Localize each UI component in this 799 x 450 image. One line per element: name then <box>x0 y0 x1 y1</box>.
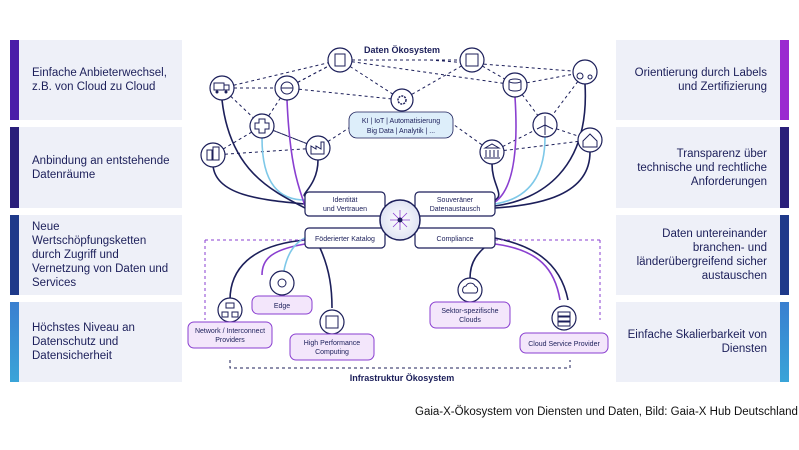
accent-bar <box>10 40 19 120</box>
edge-label: Edge <box>274 303 290 310</box>
accent-bar <box>780 215 789 295</box>
benefit-card-right-3: Daten untereinander branchen- und länder… <box>616 215 789 295</box>
hpc-label-2: Computing <box>315 349 349 356</box>
factory-icon <box>305 135 331 161</box>
sector-label-2: Clouds <box>459 317 481 324</box>
benefit-card-left-1: Einfache Anbieterwechsel, z.B. von Cloud… <box>10 40 182 120</box>
hub-exchange-line1: Souveräner <box>437 197 474 204</box>
benefit-text: Daten untereinander branchen- und länder… <box>636 228 767 282</box>
tech-label-2: Big Data | Analytik | ... <box>367 128 435 135</box>
building-icon <box>459 47 485 73</box>
ai-gear-icon <box>390 88 414 112</box>
technology-pill: KI | IoT | Automatisierung Big Data | An… <box>348 111 454 139</box>
globe-icon <box>274 75 300 101</box>
benefit-text: Anbindung an entstehende Datenräume <box>32 154 170 181</box>
database-icon <box>502 72 528 98</box>
accent-bar <box>780 127 789 208</box>
accent-bar <box>10 215 19 295</box>
data-ecosystem-title: Daten Ökosystem <box>364 45 440 55</box>
hpc-label-1: High Performance <box>304 340 361 347</box>
benefit-text: Neue Wertschöpfungsketten durch Zugriff … <box>32 221 169 289</box>
accent-bar <box>10 302 19 382</box>
city-icon <box>200 142 226 168</box>
sector-clouds-node: Sektor-spezifische Clouds <box>429 277 511 329</box>
benefit-card-right-4: Einfache Skalierbarkeit von Diensten <box>616 302 789 382</box>
hub-identity-line2: und Vertrauen <box>323 206 367 213</box>
bank-icon <box>479 139 505 165</box>
benefit-text: Orientierung durch Labels und Zertifizie… <box>634 67 767 93</box>
hpc-node: High Performance Computing <box>289 309 375 361</box>
benefit-card-left-4: Höchstes Niveau an Datenschutz und Daten… <box>10 302 182 382</box>
hub-identity-line1: Identität <box>333 197 358 204</box>
benefit-text: Einfache Anbieterwechsel, z.B. von Cloud… <box>32 67 167 93</box>
network-label-2: Providers <box>215 337 245 344</box>
tech-label-1: KI | IoT | Automatisierung <box>362 118 440 125</box>
edge-node: Edge <box>251 270 313 315</box>
accent-bar <box>10 127 19 208</box>
sector-label-1: Sektor-spezifische <box>441 308 498 315</box>
image-caption: Gaia-X-Ökosystem von Diensten und Daten,… <box>415 406 798 418</box>
accent-bar <box>780 302 789 382</box>
house-icon <box>577 127 603 153</box>
hub-exchange-line2: Datenaustausch <box>430 206 481 213</box>
benefit-text: Höchstes Niveau an Datenschutz und Daten… <box>32 322 135 362</box>
benefit-card-right-2: Transparenz über technische und rechtlic… <box>616 127 789 208</box>
csp-label: Cloud Service Provider <box>528 341 600 348</box>
benefit-card-right-1: Orientierung durch Labels und Zertifizie… <box>616 40 789 120</box>
truck-icon <box>209 75 235 101</box>
hub-compliance: Compliance <box>437 236 474 243</box>
medical-cross-icon <box>249 113 275 139</box>
network-providers-node: Network / Interconnect Providers <box>187 297 273 349</box>
tractor-icon <box>572 59 598 85</box>
cloud-service-provider-node: Cloud Service Provider <box>519 305 609 354</box>
data-connectors <box>212 83 591 209</box>
wind-turbine-icon <box>532 112 558 138</box>
network-label-1: Network / Interconnect <box>195 328 265 335</box>
gaia-x-hub: Identität und Vertrauen Souveräner Daten… <box>304 191 496 249</box>
benefit-text: Transparenz über technische und rechtlic… <box>637 147 767 188</box>
benefit-card-left-2: Anbindung an entstehende Datenräume <box>10 127 182 208</box>
hub-catalog: Föderierter Katalog <box>315 236 375 243</box>
infrastructure-ecosystem-title: Infrastruktur Ökosystem <box>350 373 455 383</box>
calculator-icon <box>327 47 353 73</box>
benefit-card-left-3: Neue Wertschöpfungsketten durch Zugriff … <box>10 215 182 295</box>
accent-bar <box>780 40 789 120</box>
benefit-text: Einfache Skalierbarkeit von Diensten <box>627 329 767 355</box>
